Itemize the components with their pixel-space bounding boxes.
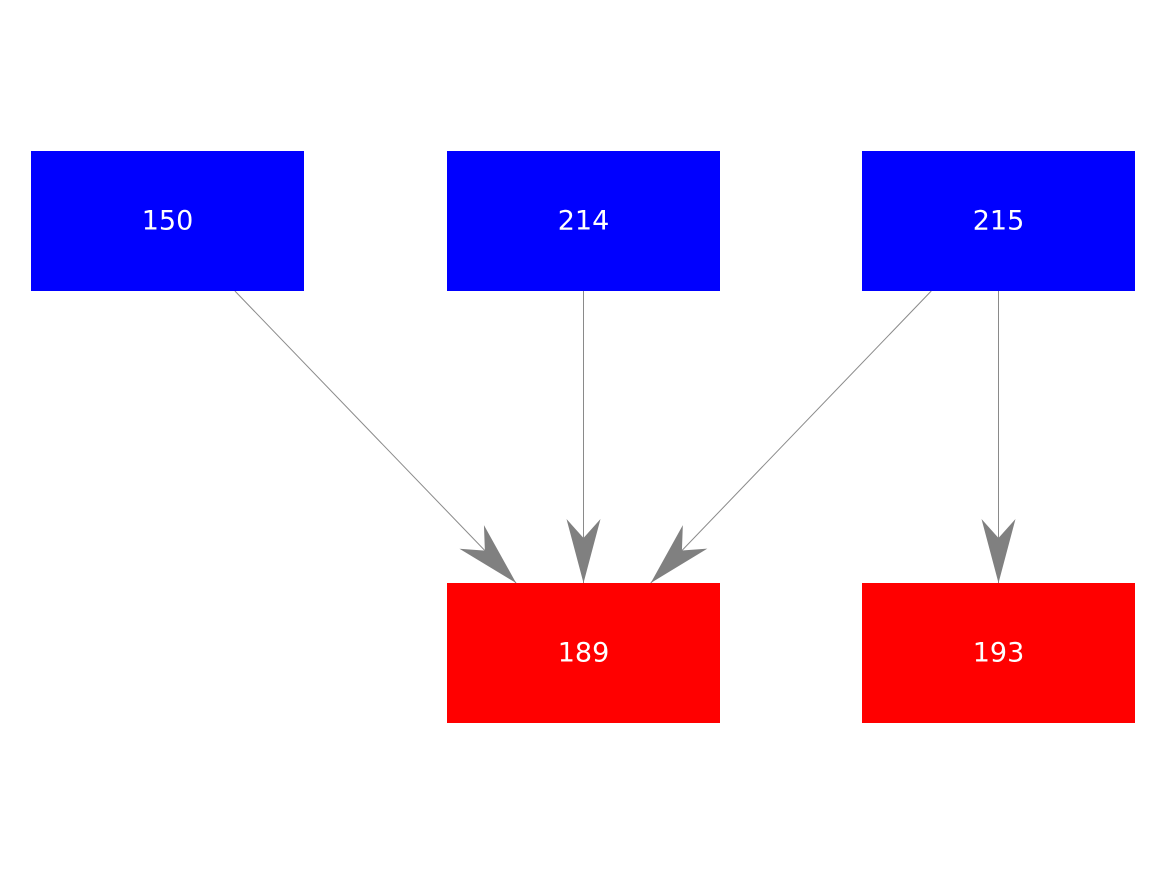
node-193: 193 xyxy=(862,583,1135,723)
node-193-box xyxy=(862,583,1135,723)
node-214-box xyxy=(447,151,720,291)
arrowhead-icon-215-193 xyxy=(981,519,1016,583)
node-189-label: 189 xyxy=(558,638,610,669)
edge-150-189 xyxy=(234,290,517,584)
node-214-label: 214 xyxy=(558,206,610,237)
arrowhead-icon-214-189 xyxy=(566,519,601,583)
node-150: 150 xyxy=(31,151,304,291)
node-150-label: 150 xyxy=(142,206,194,237)
node-214: 214 xyxy=(447,151,720,291)
node-193-label: 193 xyxy=(973,638,1025,669)
node-150-box xyxy=(31,151,304,291)
node-215-label: 215 xyxy=(973,206,1025,237)
arrowhead-icon-215-189 xyxy=(650,525,708,583)
node-215-box xyxy=(862,151,1135,291)
node-215: 215 xyxy=(862,151,1135,291)
node-189: 189 xyxy=(447,583,720,723)
node-189-box xyxy=(447,583,720,723)
arrowhead-icon-150-189 xyxy=(459,525,517,583)
edge-215-189 xyxy=(650,290,932,584)
